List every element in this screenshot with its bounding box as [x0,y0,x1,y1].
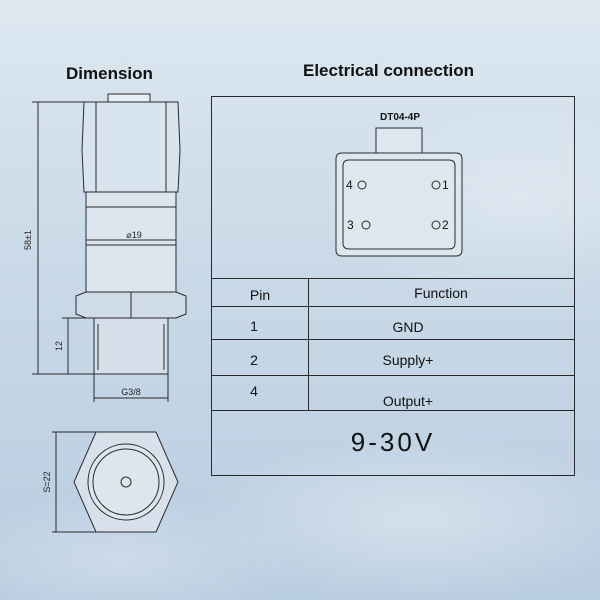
dimension-title: Dimension [66,64,153,83]
pin-cell: 4 [250,383,258,399]
sensor-body [85,191,177,293]
hex-label: S=22 [42,471,52,492]
function-cell: Output+ [382,393,434,409]
pin-4-icon [357,180,367,190]
thread [93,317,169,375]
pin-3-icon [361,220,371,230]
connector-outline [335,152,463,257]
connector-pin-label: 1 [442,178,449,192]
pin-2-icon [431,220,441,230]
voltage-label: 9-30V [350,427,436,457]
thread-label: G3/8 [121,387,141,397]
electrical-connection-title: Electrical connection [303,61,474,80]
connector-pin-label: 2 [442,218,449,232]
pin-cell: 2 [250,352,258,368]
connector-name: DT04-4P [380,112,420,123]
connector-pin-label: 3 [347,218,354,232]
connector-head [81,101,181,193]
thread-height-label: 12 [54,341,64,351]
electrical-table: Pin Function 1 GND 2 Supply+ 4 Output+ 9… [211,96,575,476]
pin-1-icon [431,180,441,190]
height-label: 58±1 [23,230,33,250]
connector-latch [375,127,423,154]
pin-header: Pin [249,287,271,303]
function-cell: GND [392,319,424,335]
connector-pin-label: 4 [346,178,353,192]
function-header: Function [414,285,468,301]
function-cell: Supply+ [382,352,434,368]
diameter-label: ⌀19 [126,230,141,240]
pin-cell: 1 [250,318,258,334]
